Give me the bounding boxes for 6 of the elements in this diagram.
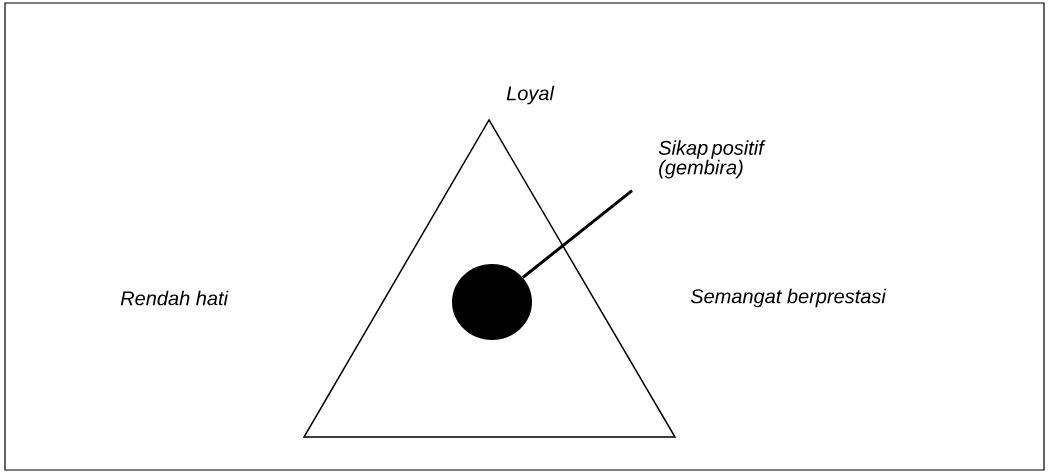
text-label: Rendah hati: [120, 290, 229, 306]
text-label: Loyal: [506, 85, 555, 105]
text-label: Sikap positif (gembira): [658, 140, 766, 179]
leader-line: [521, 189, 633, 279]
text-label: Semangat berprestasi: [690, 288, 887, 308]
dot: [452, 264, 532, 340]
